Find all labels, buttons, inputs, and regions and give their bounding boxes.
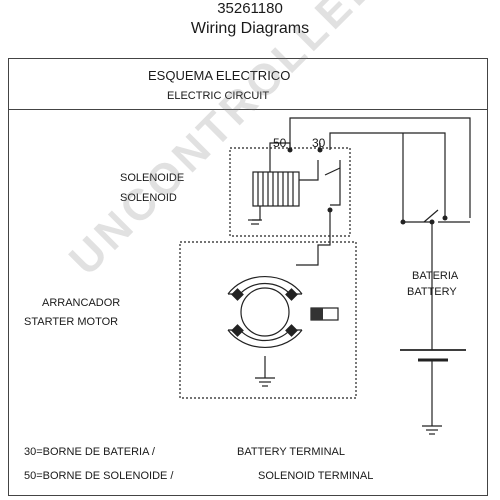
- field-pole-top: [227, 275, 303, 295]
- terminal-50-to-switch-wire: [289, 117, 471, 218]
- part-number: 35261180: [217, 0, 283, 17]
- solenoid-label-spanish: SOLENOIDE: [120, 172, 185, 184]
- battery-label-spanish: BATERIA: [412, 270, 459, 282]
- terminal-30-label: 30: [312, 136, 326, 150]
- starter-enclosure: [179, 241, 357, 399]
- heading-english: ELECTRIC CIRCUIT: [167, 90, 270, 102]
- field-pole-bottom: [227, 329, 303, 349]
- legend-line-2-english: SOLENOID TERMINAL: [258, 470, 374, 482]
- starter-label-spanish: ARRANCADOR: [42, 297, 121, 309]
- solenoid-coil: [252, 171, 300, 207]
- solenoid-contact: [324, 167, 341, 176]
- legend-line-1-english: BATTERY TERMINAL: [237, 446, 345, 458]
- solenoid-enclosure: [229, 147, 351, 237]
- heading-spanish: ESQUEMA ELECTRICO: [148, 68, 291, 83]
- solenoid-label-english: SOLENOID: [120, 192, 177, 204]
- terminal-30-to-switch-wire: [329, 132, 446, 218]
- battery-label-english: BATTERY: [407, 286, 457, 298]
- armature: [240, 287, 290, 337]
- document-title: Wiring Diagrams: [190, 20, 310, 37]
- solenoid-to-motor-wire: [296, 235, 331, 266]
- ignition-switch-blade: [423, 209, 439, 223]
- legend-line-1-spanish: 30=BORNE DE BATERIA /: [24, 446, 155, 458]
- legend-line-2-spanish: 50=BORNE DE SOLENOIDE /: [24, 470, 174, 482]
- diagram-header-box: [8, 58, 488, 110]
- terminal-50-label: 50: [273, 136, 287, 150]
- starter-label-english: STARTER MOTOR: [24, 316, 119, 328]
